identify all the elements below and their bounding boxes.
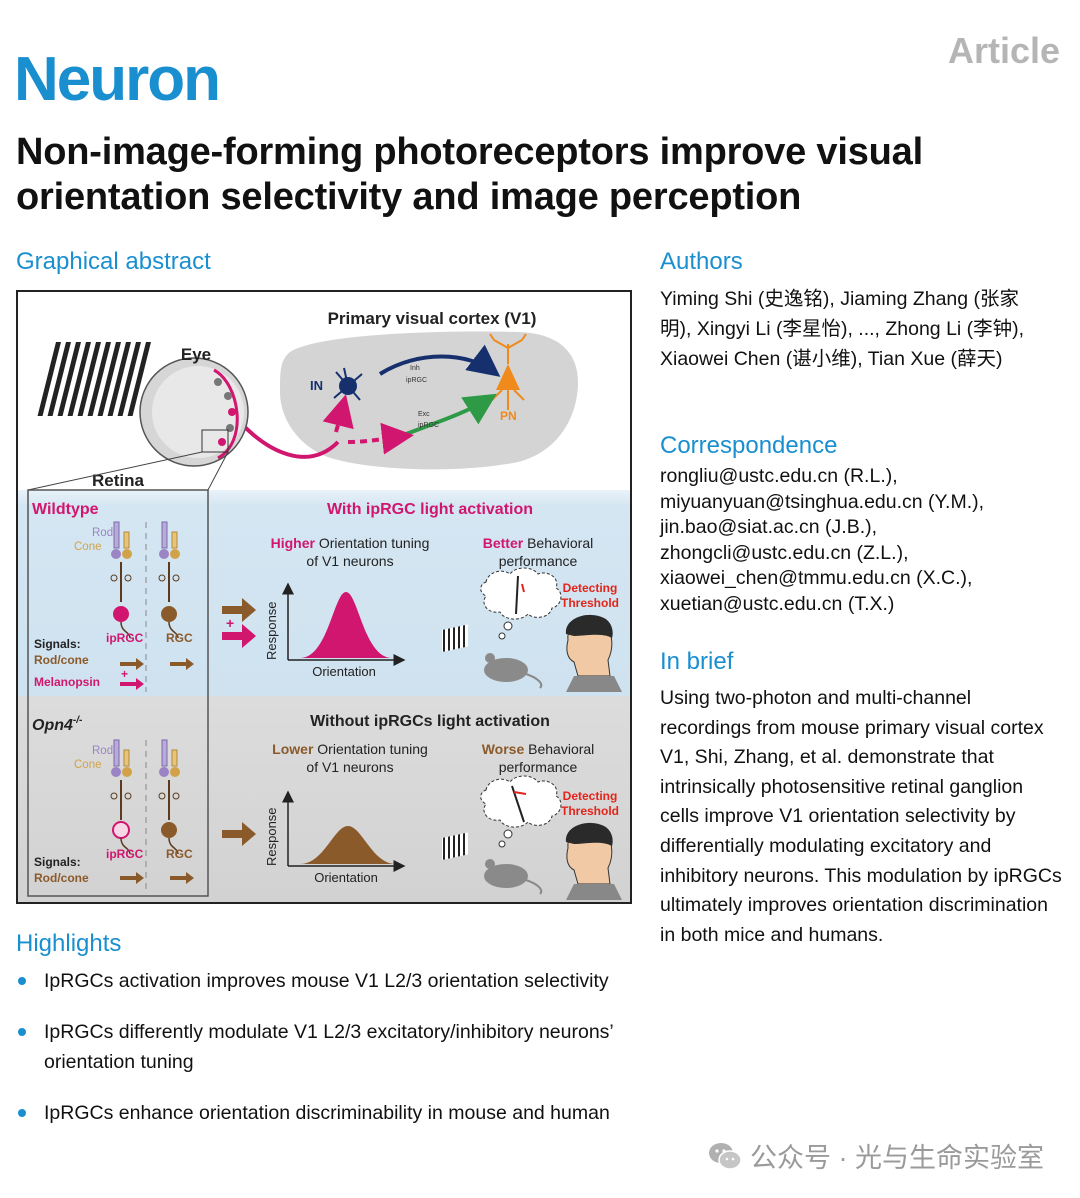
- grating-stimulus: [37, 342, 156, 416]
- rod-label-ko: Rod: [92, 745, 113, 757]
- detecting-label-wt: Detecting: [563, 581, 618, 595]
- melanopsin-plus: +: [121, 667, 128, 681]
- optic-nerve: [238, 420, 340, 459]
- rodcone-arrow-ko2: [170, 872, 194, 884]
- iprgc-label-wt: ipRGC: [106, 631, 144, 645]
- in-brief-heading: In brief: [660, 648, 734, 675]
- retina-label: Retina: [92, 471, 145, 490]
- correspondence-email[interactable]: jin.bao@siat.ac.cn (J.B.),: [660, 516, 878, 538]
- melanopsin-arrow: [120, 678, 144, 690]
- article-type-label: Article: [947, 30, 1060, 71]
- wechat-icon: [709, 1142, 742, 1170]
- signal-arrow-ko-brown: [222, 822, 256, 846]
- dashed-projection-exc: [347, 422, 414, 455]
- cone-label-wt: Cone: [74, 541, 102, 553]
- melanopsin-label: Melanopsin: [34, 675, 100, 689]
- retina-circuit-ko: [110, 739, 180, 890]
- highlight-item: IpRGCs enhance orientation discriminabil…: [16, 1098, 636, 1128]
- signal-arrow-wt-brown: [222, 598, 256, 622]
- rgc-label-ko: RGC: [166, 847, 193, 861]
- pyramidal-neuron: PN: [489, 333, 527, 423]
- signal-arrow-wt-magenta: [222, 624, 256, 648]
- rodcone-arrow-ko1: [120, 872, 144, 884]
- watermark: 公众号 · 光与生命实验室: [708, 1136, 1044, 1175]
- watermark-text: 公众号 · 光与生命实验室: [750, 1143, 1044, 1173]
- plus-sign-wt: +: [226, 615, 234, 631]
- v1-label: Primary visual cortex (V1): [328, 309, 537, 328]
- behavior-scene-ko: [442, 775, 622, 900]
- rodcone-arrow-wt2: [170, 658, 194, 670]
- correspondence-email[interactable]: miyuanyuan@tsinghua.edu.cn (Y.M.),: [660, 490, 985, 513]
- threshold-label-wt: Threshold: [561, 596, 619, 610]
- behav-text-ko: Worse Behavioral: [482, 741, 595, 757]
- tuning-sub-wt: of V1 neurons: [306, 553, 393, 569]
- inhibitory-neuron: IN: [310, 367, 363, 401]
- zoom-lines: [27, 451, 229, 491]
- in-brief-text: Using two-photon and multi-channel recor…: [660, 687, 1062, 946]
- wildtype-heading: With ipRGC light activation: [327, 501, 533, 518]
- response-axis-wt: Response: [264, 601, 279, 660]
- pn-label: PN: [500, 409, 517, 423]
- highlight-item: IpRGCs activation improves mouse V1 L2/3…: [16, 966, 636, 996]
- correspondence-email[interactable]: rongliu@ustc.edu.cn (R.L.),: [660, 465, 898, 487]
- correspondence-heading: Correspondence: [660, 432, 838, 459]
- inh-iprgc-label: ipRGC: [406, 377, 427, 384]
- rodcone-label-wt: Rod/cone: [34, 653, 89, 667]
- correspondence-list: rongliu@ustc.edu.cn (R.L.), miyuanyuan@t…: [660, 464, 1070, 617]
- in-label: IN: [310, 378, 323, 393]
- graphical-abstract-heading: Graphical abstract: [16, 248, 211, 275]
- knockout-label: Opn4-/-: [32, 715, 83, 734]
- authors-heading: Authors: [660, 248, 743, 275]
- exc-label: Exc: [418, 411, 430, 418]
- tuning-plot-wt: [282, 582, 406, 666]
- highlights-list: IpRGCs activation improves mouse V1 L2/3…: [16, 966, 636, 1149]
- knockout-heading: Without ipRGCs light activation: [310, 713, 550, 730]
- rod-label-wt: Rod: [92, 527, 113, 539]
- behav-sub-wt: performance: [499, 553, 578, 569]
- threshold-label-ko: Threshold: [561, 804, 619, 818]
- correspondence-email[interactable]: zhongcli@ustc.edu.cn (Z.L.),: [660, 541, 909, 564]
- retina-circuit-wt: [110, 521, 180, 692]
- behavior-scene-wt: [442, 567, 622, 692]
- tuning-sub-ko: of V1 neurons: [306, 759, 393, 775]
- signals-label-ko: Signals:: [34, 855, 81, 869]
- wildtype-label: Wildtype: [32, 501, 99, 518]
- tuning-plot-ko: [282, 790, 406, 872]
- orientation-axis-ko: Orientation: [314, 870, 378, 885]
- graphical-abstract-figure: Primary visual cortex (V1) IN PN Inh ipR…: [16, 290, 632, 904]
- article-title: Non-image-forming photoreceptors improve…: [16, 131, 923, 218]
- authors-text: Yiming Shi (史逸铭), Jiaming Zhang (张家明), X…: [660, 288, 1025, 370]
- eye-label: Eye: [181, 345, 211, 364]
- exc-iprgc-label: ipRGC: [418, 422, 439, 429]
- correspondence-email[interactable]: xuetian@ustc.edu.cn (T.X.): [660, 592, 895, 615]
- rgc-label-wt: RGC: [166, 631, 193, 645]
- dashed-projection-in: [322, 394, 354, 433]
- journal-logo: Neuron: [14, 45, 221, 114]
- signals-label-wt: Signals:: [34, 637, 81, 651]
- cone-label-ko: Cone: [74, 759, 102, 771]
- cortex-region: [280, 331, 578, 470]
- behav-text-wt: Better Behavioral: [483, 535, 594, 551]
- orientation-axis-wt: Orientation: [312, 664, 376, 679]
- inh-label: Inh: [410, 365, 420, 372]
- behav-sub-ko: performance: [499, 759, 578, 775]
- detecting-label-ko: Detecting: [563, 789, 618, 803]
- tuning-text-ko: Lower Orientation tuning: [272, 741, 428, 757]
- rodcone-label-ko: Rod/cone: [34, 871, 89, 885]
- rodcone-arrow-wt1: [120, 658, 144, 670]
- tuning-text-wt: Higher Orientation tuning: [271, 535, 430, 551]
- eye-diagram: Eye: [139, 345, 249, 467]
- highlight-item: IpRGCs differently modulate V1 L2/3 exci…: [16, 1017, 636, 1077]
- correspondence-email[interactable]: xiaowei_chen@tmmu.edu.cn (X.C.),: [660, 567, 973, 589]
- graphical-abstract-svg: Primary visual cortex (V1) IN PN Inh ipR…: [18, 309, 630, 902]
- response-axis-ko: Response: [264, 807, 279, 866]
- iprgc-label-ko: ipRGC: [106, 847, 144, 861]
- highlights-heading: Highlights: [16, 930, 122, 957]
- retina-frame: [27, 489, 209, 897]
- inhibitory-arrow: [378, 344, 501, 377]
- excitatory-arrow: [405, 393, 497, 436]
